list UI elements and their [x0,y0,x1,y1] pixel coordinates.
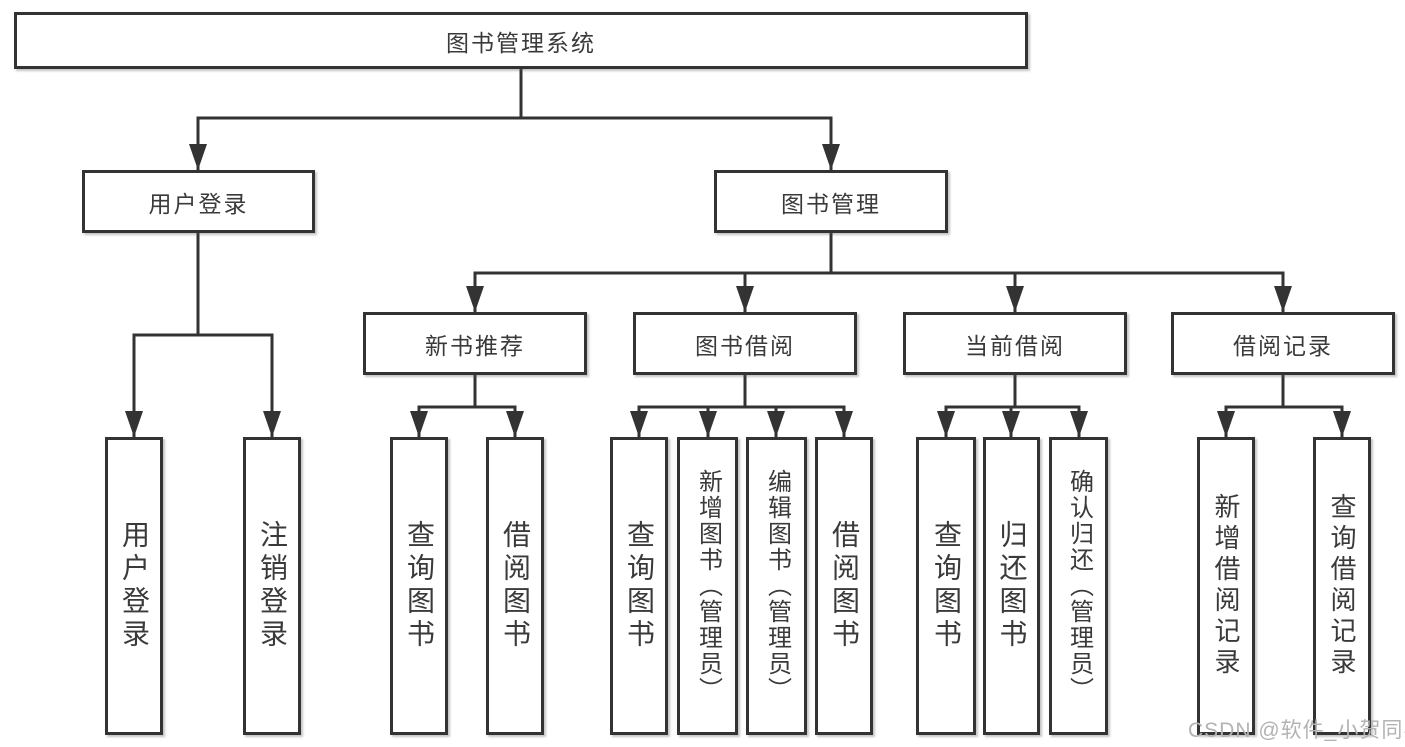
leaf-borrowing-add-books-admin: 新增图书（管理员） [677,437,738,735]
leaf-user-login: 用户登录 [105,437,163,735]
leaf-current-confirm-return-admin: 确认归还（管理员） [1049,437,1108,735]
leaf-borrowing-edit-books-admin: 编辑图书（管理员） [746,437,807,735]
leaf-current-query-books: 查询图书 [916,437,976,735]
node-library-system-root: 图书管理系统 [14,12,1028,69]
node-user-login: 用户登录 [82,170,315,233]
leaf-records-query-record: 查询借阅记录 [1313,437,1371,735]
leaf-records-add-record: 新增借阅记录 [1197,437,1255,735]
leaf-newbook-query-books: 查询图书 [390,437,448,735]
node-current-borrowing: 当前借阅 [903,312,1127,375]
leaf-newbook-borrow-books: 借阅图书 [486,437,544,735]
leaf-borrowing-borrow-books: 借阅图书 [815,437,873,735]
leaf-current-return-books: 归还图书 [983,437,1040,735]
leaf-borrowing-query-books: 查询图书 [610,437,668,735]
node-book-borrowing: 图书借阅 [633,312,857,375]
csdn-watermark: CSDN @软件_小贺同学 [1188,719,1405,742]
node-borrowing-records: 借阅记录 [1171,312,1395,375]
node-new-book-recommend: 新书推荐 [363,312,587,375]
leaf-logout: 注销登录 [243,437,301,735]
node-book-management: 图书管理 [714,170,948,233]
